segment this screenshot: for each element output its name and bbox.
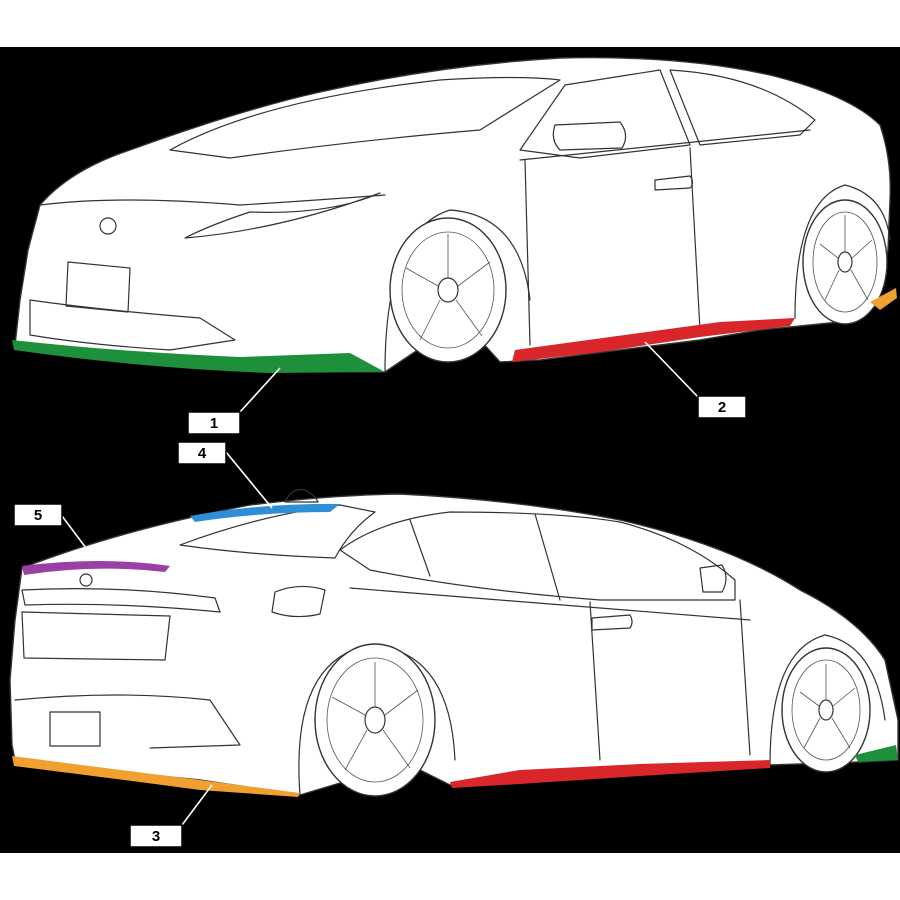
rear-car-view: [9, 488, 899, 797]
front-car-license-plate: [65, 261, 131, 313]
rear-car-front-arch: [769, 634, 886, 766]
front-car-side-window: [519, 69, 691, 159]
part-3-rear-corner-top-view: [870, 288, 897, 310]
rear-car-rear-wheel: [314, 643, 436, 797]
part-5-trunk-spoiler: [22, 561, 170, 575]
part-1-front-lip-rear-view: [855, 745, 898, 762]
callout-3-label: 3: [152, 828, 160, 845]
callout-2-label: 2: [718, 399, 726, 416]
rear-car-door-handle: [591, 614, 633, 631]
rear-car-fuel-door: [271, 585, 326, 618]
front-car-headlight: [184, 192, 381, 239]
front-car-front-arch: [384, 209, 531, 373]
rear-car-shark-fin: [284, 488, 319, 503]
rear-car-rear-glass: [179, 504, 376, 559]
front-car-windshield: [169, 76, 561, 159]
rear-car-front-wheel: [781, 647, 871, 773]
front-car-body: [14, 56, 891, 373]
front-car-emblem: [99, 217, 117, 235]
callout-4-label: 4: [198, 445, 207, 462]
front-car-mirror: [552, 121, 627, 151]
front-car-door-handle: [654, 175, 694, 191]
callout-5-label: 5: [34, 507, 42, 524]
front-car-front-wheel: [389, 217, 507, 363]
front-car-rear-arch: [794, 184, 891, 319]
callout-5: 5: [13, 503, 93, 557]
front-car-rear-wheel: [802, 199, 888, 325]
callout-2: 2: [644, 341, 747, 419]
front-car-hood-line: [39, 194, 386, 206]
rear-car-side-windows: [339, 511, 736, 601]
front-car-view: [12, 56, 897, 373]
rear-car-window-pillars: [409, 513, 561, 601]
part-3-rear-diffuser: [12, 756, 300, 797]
part-2-side-skirt-rear-view: [450, 760, 770, 788]
callout-4: 4: [177, 441, 273, 509]
front-car-rear-window: [669, 69, 816, 146]
rear-car-body: [9, 493, 899, 796]
part-4-roof-spoiler: [190, 503, 340, 522]
callout-1-label: 1: [210, 415, 218, 432]
rear-car-tail-light-bar: [21, 588, 221, 613]
callout-1: 1: [187, 367, 281, 435]
rear-car-mirror: [699, 564, 727, 593]
rear-car-trunk-panel: [21, 611, 171, 661]
callout-3: 3: [129, 784, 213, 848]
rear-car-emblem: [79, 573, 93, 587]
front-car-grille: [29, 299, 236, 351]
rear-car-license-area: [49, 711, 101, 747]
part-2-side-skirt: [512, 318, 795, 362]
rear-car-rear-bumper: [14, 694, 241, 749]
part-1-front-lip-spoiler: [12, 340, 385, 373]
